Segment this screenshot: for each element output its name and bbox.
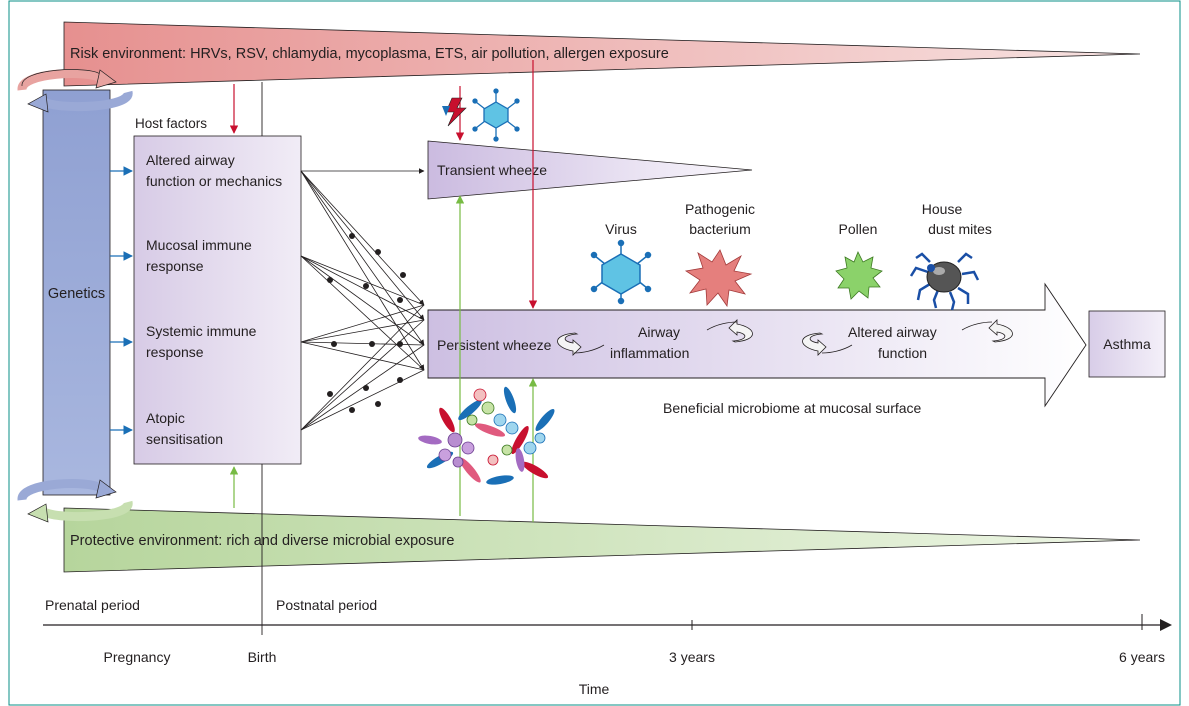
svg-text:response: response [146,344,204,360]
host-factor-altered-airway: Altered airway function or mechanics [146,152,282,189]
host-factors-title: Host factors [135,116,207,131]
svg-text:Altered airway: Altered airway [848,324,937,340]
svg-text:Airway: Airway [638,324,680,340]
dust-mite-icon [909,252,980,311]
protective-genetics-cycle-icon [17,479,133,523]
host-factor-atopic: Atopic sensitisation [146,410,223,447]
svg-text:Altered airway: Altered airway [146,152,235,168]
host-factors-box [133,135,302,465]
svg-text:function or mechanics: function or mechanics [146,173,282,189]
genetics-arrows [110,166,133,435]
host-wheeze-network [300,168,425,431]
asthma-box [1088,310,1166,378]
host-factor-systemic-immune: Systemic immune response [146,323,257,360]
network-nodes [327,233,406,413]
bacterium-icon [684,249,753,308]
svg-text:function: function [878,345,927,361]
tick-birth: Birth [248,649,277,665]
cycle-arrow-icon [557,319,753,356]
time-axis-label: Time [579,681,610,697]
tick-6-years-label: 6 years [1119,649,1165,665]
mites-label: House dust mites [922,201,992,237]
svg-text:response: response [146,258,204,274]
genetics-column [42,89,111,496]
virus-label: Virus [605,221,637,237]
genetics-label: Genetics [48,286,105,302]
host-factor-mucosal-immune: Mucosal immune response [146,237,252,274]
prenatal-period-label: Prenatal period [45,597,140,613]
pollen-label: Pollen [839,221,878,237]
persistent-wheeze-arrow [427,282,1087,408]
cycle-arrow-icon [802,319,1013,356]
risk-environment-label: Risk environment: HRVs, RSV, chlamydia, … [70,46,669,62]
asthma-label: Asthma [1103,336,1151,352]
virus-icon [590,239,652,305]
pollen-icon [835,251,883,300]
postnatal-period-label: Postnatal period [276,597,377,613]
time-axis-arrowhead [1160,619,1172,631]
svg-text:inflammation: inflammation [610,345,689,361]
transient-wheeze-label: Transient wheeze [437,162,547,178]
figure-frame [8,0,1181,706]
virus-icon [472,88,520,142]
protective-environment-wedge [63,507,1141,573]
risk-environment-wedge [63,21,1141,87]
svg-text:Mucosal immune: Mucosal immune [146,237,252,253]
altered-airway-function: Altered airway function [848,324,937,361]
svg-text:bacterium: bacterium [689,221,750,237]
svg-text:dust mites: dust mites [928,221,992,237]
svg-text:Systemic immune: Systemic immune [146,323,257,339]
svg-text:House: House [922,201,963,217]
lightning-icon [442,97,467,127]
airway-inflammation: Airway inflammation [610,324,689,361]
transient-wheeze-wedge [427,140,753,200]
bacterium-label: Pathogenic bacterium [685,201,755,237]
persistent-wheeze-label: Persistent wheeze [437,337,552,353]
microbiome-cells-icon [418,386,555,485]
tick-3-years-label: 3 years [669,649,715,665]
svg-text:Atopic: Atopic [146,410,185,426]
svg-text:Pathogenic: Pathogenic [685,201,755,217]
tick-pregnancy: Pregnancy [104,649,171,665]
beneficial-microbiome-label: Beneficial microbiome at mucosal surface [663,400,922,416]
risk-genetics-cycle-icon [17,69,133,113]
svg-text:sensitisation: sensitisation [146,431,223,447]
